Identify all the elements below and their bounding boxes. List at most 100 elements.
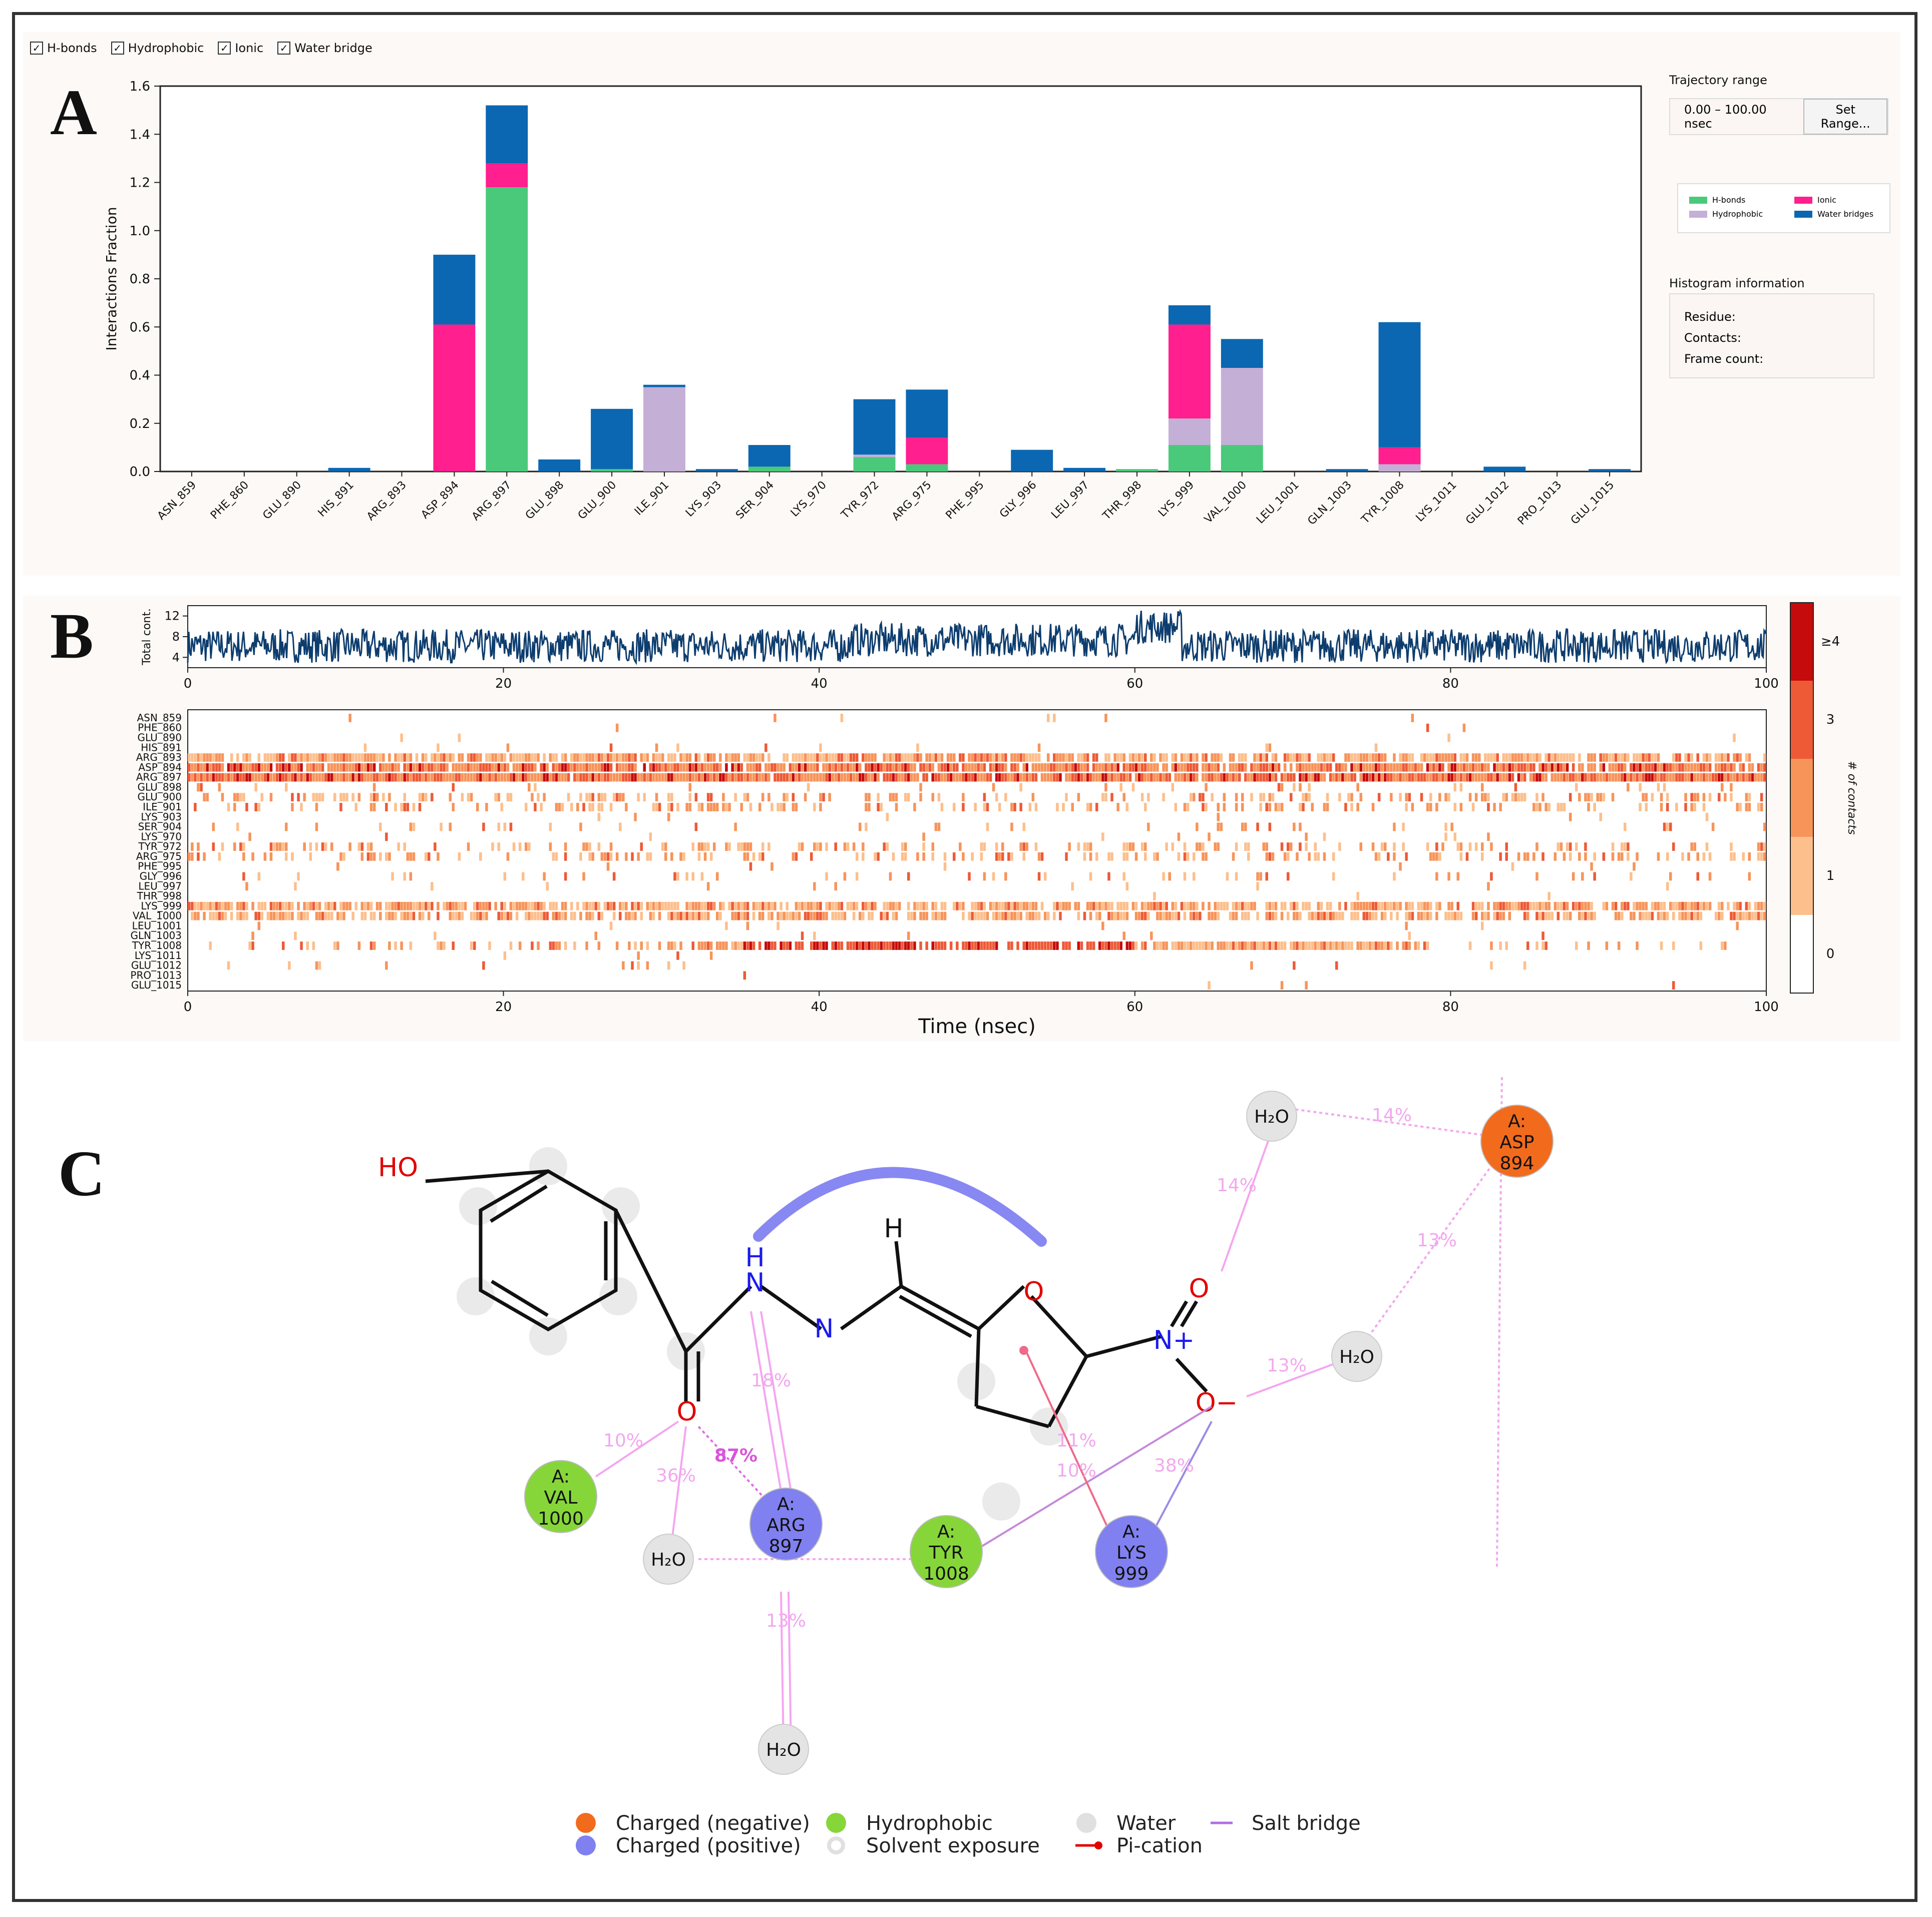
- legend-item-water: Water bridges: [1794, 209, 1873, 219]
- heatmap-row-label: GLU_1012: [131, 960, 182, 972]
- x-tick-label: 40: [811, 676, 828, 691]
- x-tick-label: ARG_975: [890, 479, 934, 524]
- x-tick-label: 40: [811, 1000, 828, 1015]
- heatmap-row-label: ARG_975: [136, 850, 182, 862]
- panel-letter-c: C: [58, 1138, 105, 1210]
- colorbar-tick-label: ≥4: [1821, 634, 1840, 649]
- legend-label: Charged (positive): [616, 1834, 801, 1857]
- y-tick-label: 4: [172, 650, 180, 664]
- atom-h-imine: H: [884, 1214, 903, 1244]
- check-icon: ✓: [218, 42, 231, 55]
- molecule-bond: [1180, 1300, 1199, 1327]
- heatmap-row-label: TYR_972: [138, 840, 182, 852]
- heatmap-row-label: LEU_997: [138, 880, 182, 892]
- x-tick-label: 80: [1442, 1000, 1459, 1015]
- heatmap-row-label: THR_998: [137, 890, 182, 902]
- water-molecule: H₂O: [1246, 1091, 1297, 1142]
- trajectory-range-title: Trajectory range: [1669, 73, 1767, 87]
- heatmap-row-label: HIS_891: [141, 741, 182, 753]
- legend-swatch: [826, 1813, 846, 1833]
- hbonds-checkbox[interactable]: ✓H-bonds: [30, 41, 97, 55]
- interaction-legend: H-bonds Ionic Hydrophobic Water bridges: [1677, 183, 1890, 233]
- colorbar-level-4: [1790, 603, 1813, 681]
- water-bridge-checkbox[interactable]: ✓Water bridge: [277, 41, 372, 55]
- x-tick-label: ARG_893: [364, 479, 409, 524]
- molecule-bond: [976, 1404, 1049, 1428]
- heatmap-row-label: ARG_897: [136, 771, 182, 783]
- interaction-percent: 11%: [1056, 1430, 1096, 1451]
- atom-nh: N: [745, 1268, 765, 1298]
- colorbar-tick-label: 3: [1826, 712, 1835, 727]
- interaction-percent: 10%: [1056, 1461, 1096, 1481]
- x-tick-label: LEU_997: [1049, 479, 1091, 522]
- legend-label: Solvent exposure: [866, 1834, 1040, 1857]
- water-molecule: H₂O: [643, 1534, 694, 1585]
- bar-GLN_1003-water-bridges: [1326, 469, 1368, 471]
- bar-LYS_999-hydrophobic: [1168, 418, 1211, 445]
- heatmap-row-LEU_1001: [257, 921, 1739, 930]
- bar-ASP_894-water-bridges: [433, 254, 476, 325]
- heatmap-row-label: LYS_999: [141, 900, 182, 912]
- residue-name: TYR: [929, 1543, 964, 1563]
- residue-number: 999: [1114, 1564, 1149, 1584]
- panel-letter-a: A: [50, 77, 97, 149]
- benzene-ring: [479, 1169, 618, 1332]
- y-tick-label: 0.8: [130, 272, 150, 287]
- bar-GLU_898-water-bridges: [538, 459, 581, 471]
- legend-swatch: [576, 1835, 596, 1855]
- colorbar-level-1: [1790, 837, 1813, 915]
- bar-TYR_1008-hydrophobic: [1378, 464, 1421, 471]
- bar-GLU_1015-water-bridges: [1589, 469, 1631, 471]
- bar-GLU_1012-water-bridges: [1483, 466, 1526, 471]
- x-tick-label: GLU_1015: [1569, 479, 1617, 527]
- atom-hydroxyl: HO: [378, 1153, 418, 1183]
- hist-field-contacts: Contacts:: [1684, 331, 1741, 345]
- checkbox-label: H-bonds: [47, 41, 97, 55]
- hydrophobic-checkbox[interactable]: ✓Hydrophobic: [111, 41, 204, 55]
- interaction-line: [1353, 1150, 1503, 1357]
- colorbar-level-2: [1790, 759, 1813, 837]
- interaction-percent: 87%: [714, 1446, 757, 1466]
- water-circle: [643, 1534, 694, 1585]
- legend-swatch: [1076, 1813, 1096, 1833]
- heatmap-row-label: GLU_898: [138, 781, 182, 793]
- residue-number: 894: [1500, 1153, 1534, 1174]
- bar-ASP_894-ionic: [433, 324, 476, 471]
- x-tick-label: ASP_894: [419, 479, 462, 522]
- atom-furan-o: O: [1024, 1277, 1044, 1307]
- heatmap-row-label: GLY_996: [140, 870, 182, 882]
- set-range-button[interactable]: Set Range...: [1803, 99, 1887, 135]
- x-tick-label: 60: [1126, 676, 1143, 691]
- ionic-checkbox[interactable]: ✓Ionic: [218, 41, 263, 55]
- bar-ARG_897-h-bonds: [486, 187, 528, 471]
- interaction-percent: 14%: [1217, 1175, 1257, 1196]
- interaction-line: [1145, 1421, 1213, 1545]
- x-tick-label: GLU_898: [523, 479, 566, 522]
- heatmap-row-GLU_900: [203, 793, 1763, 802]
- y-tick-label: 8: [172, 630, 180, 644]
- bar-THR_998-h-bonds: [1116, 469, 1158, 471]
- x-tick-label: PRO_1013: [1515, 479, 1564, 528]
- interaction-line: [670, 1426, 687, 1550]
- heatmap-row-LYS_1011: [503, 951, 713, 960]
- molecule-bond: [684, 1285, 752, 1353]
- heatmap-row-label: ILE_901: [143, 801, 182, 813]
- heatmap-row-GLY_996: [242, 872, 1751, 881]
- heatmap-row-label: GLU_900: [138, 791, 182, 803]
- heatmap-row-THR_998: [1153, 892, 1551, 900]
- x-tick-label: VAL_1000: [1202, 479, 1249, 526]
- bar-LYS_999-ionic: [1168, 324, 1211, 419]
- hist-field-frame-count: Frame count:: [1684, 352, 1764, 366]
- x-tick-label: THR_998: [1100, 479, 1144, 523]
- residue-circle: [1095, 1515, 1168, 1588]
- ring-double-bond: [490, 1185, 548, 1223]
- atom-n: N: [815, 1314, 834, 1344]
- heatmap-row-label: ASP_894: [138, 761, 182, 773]
- heatmap-row-label: VAL_1000: [133, 910, 182, 922]
- x-tick-label: GLU_1012: [1463, 479, 1511, 527]
- heatmap-row-label: ASN_859: [137, 712, 182, 724]
- y-axis-label: Interactions Fraction: [103, 207, 120, 350]
